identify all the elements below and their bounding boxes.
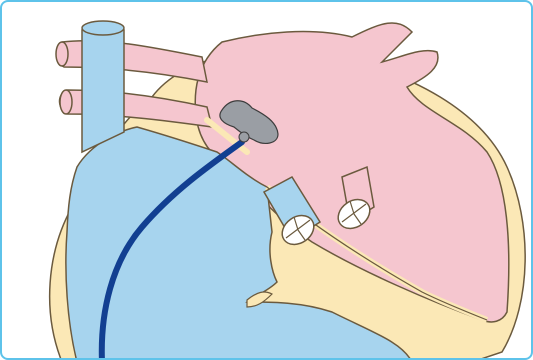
- superior-vena-cava-opening: [82, 21, 124, 35]
- pulmonary-vein-upper-opening: [56, 42, 68, 66]
- pulmonary-vein-lower-opening: [60, 90, 72, 114]
- superior-vena-cava: [82, 24, 124, 152]
- pulmonary-vein-upper: [56, 41, 207, 82]
- occluder-hub: [239, 132, 249, 142]
